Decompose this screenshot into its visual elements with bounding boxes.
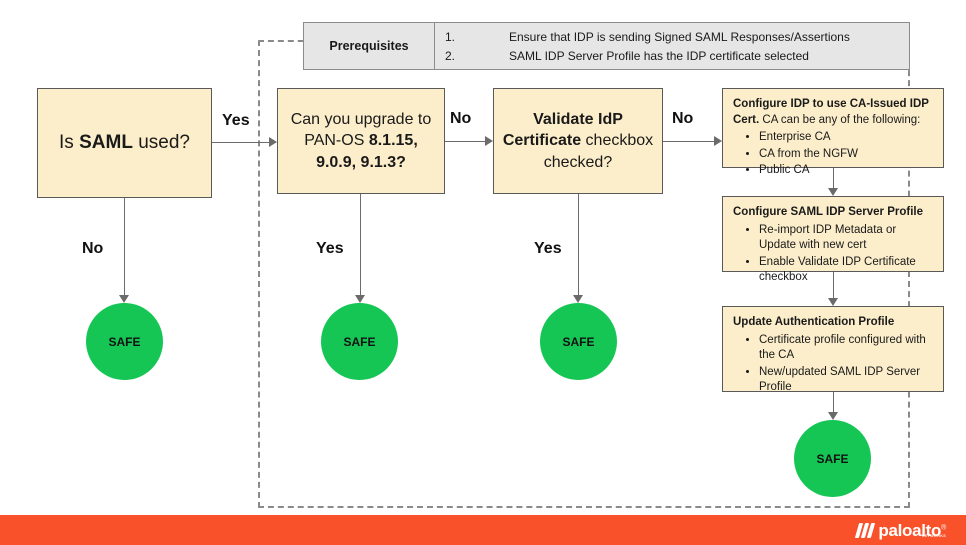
outcome-safe-2: SAFE	[321, 303, 398, 380]
text-fragment: used?	[132, 132, 190, 154]
brand-tagline: NETWORKS	[921, 533, 946, 538]
panel-heading-tail: CA can be any of the following:	[759, 113, 921, 126]
edge-label-saml-yes: Yes	[222, 112, 250, 129]
brand-name: paloalto	[878, 520, 942, 540]
text-fragment: checkbox	[581, 132, 654, 150]
decision-is-saml-used: Is SAML used?	[37, 88, 212, 198]
footer-bar: paloalto® NETWORKS	[0, 515, 966, 545]
panel-bullet-list: Re-import IDP Metadata or Update with ne…	[733, 223, 933, 286]
prerequisites-list: 1. Ensure that IDP is sending Signed SAM…	[435, 23, 909, 69]
edge-panel3-safe-arrow	[828, 412, 838, 420]
paloalto-logo-mark-icon	[855, 522, 876, 538]
panel-bullet: Enable Validate IDP Certificate checkbox	[759, 255, 933, 286]
paloalto-logo-text: paloalto® NETWORKS	[878, 522, 946, 539]
edge-validate-yes-arrow	[573, 295, 583, 303]
panel-update-authentication-profile: Update Authentication Profile Certificat…	[722, 306, 944, 393]
panel-configure-idp-ca-issued-cert: Configure IDP to use CA-Issued IDP Cert.…	[722, 88, 944, 176]
prerequisites-label: Prerequisites	[304, 23, 435, 69]
panel-bullet: New/updated SAML IDP Server Profile	[759, 365, 933, 396]
text-fragment: Is	[59, 132, 80, 154]
edge-upgrade-no-arrow	[485, 136, 493, 146]
edge-label-validate-no: No	[672, 110, 694, 127]
edge-panel3-safe-line	[833, 392, 834, 412]
prerequisite-number: 2.	[445, 48, 456, 63]
panel-bullet-list: Certificate profile configured with the …	[733, 333, 933, 396]
panel-heading: Configure IDP to use CA-Issued IDP Cert.	[733, 98, 929, 126]
panel-bullet: Re-import IDP Metadata or Update with ne…	[759, 223, 933, 254]
panel-heading: Configure SAML IDP Server Profile	[733, 206, 924, 218]
edge-upgrade-no-line	[445, 141, 485, 142]
text-fragment-bold: Validate IdP	[533, 111, 623, 129]
edge-panel2-panel3-arrow	[828, 298, 838, 306]
panel-configure-saml-idp-server-profile: Configure SAML IDP Server Profile Re-imp…	[722, 196, 944, 283]
text-fragment: PAN-OS	[304, 132, 369, 150]
prerequisite-text: Ensure that IDP is sending Signed SAML R…	[509, 30, 850, 44]
edge-saml-no-arrow	[119, 295, 129, 303]
decision-can-you-upgrade-text: Can you upgrade to PAN-OS 8.1.15, 9.0.9,…	[283, 105, 440, 176]
panel-bullet-list: Enterprise CA CA from the NGFW Public CA	[733, 130, 933, 179]
edge-label-validate-yes: Yes	[534, 240, 562, 257]
panel-bullet: Certificate profile configured with the …	[759, 333, 933, 364]
text-fragment-bold: SAML	[79, 132, 133, 154]
panel-bullet: CA from the NGFW	[759, 147, 933, 163]
panel-heading: Update Authentication Profile	[733, 316, 895, 328]
prerequisites-box: Prerequisites 1. Ensure that IDP is send…	[303, 22, 910, 70]
decision-is-saml-used-text: Is SAML used?	[51, 126, 198, 159]
panel-bullet: Enterprise CA	[759, 130, 933, 146]
outcome-safe-1: SAFE	[86, 303, 163, 380]
paloalto-logo: paloalto® NETWORKS	[855, 522, 946, 539]
outcome-safe-3: SAFE	[540, 303, 617, 380]
edge-upgrade-yes-arrow	[355, 295, 365, 303]
edge-upgrade-yes-line	[360, 194, 361, 295]
outcome-safe-4: SAFE	[794, 420, 871, 497]
decision-validate-idp-certificate: Validate IdP Certificate checkbox checke…	[493, 88, 663, 194]
trademark-symbol: ®	[941, 523, 946, 531]
text-fragment-bold: Certificate	[502, 132, 582, 150]
edge-label-saml-no: No	[82, 240, 104, 257]
edge-validate-no-arrow	[714, 136, 722, 146]
decision-can-you-upgrade: Can you upgrade to PAN-OS 8.1.15, 9.0.9,…	[277, 88, 445, 194]
edge-panel1-panel2-line	[833, 168, 834, 188]
edge-saml-no-line	[124, 198, 125, 295]
prerequisite-item: 1. Ensure that IDP is sending Signed SAM…	[445, 28, 901, 47]
text-fragment-bold: 8.1.15,	[368, 132, 418, 150]
edge-saml-yes-line	[212, 142, 269, 143]
edge-label-upgrade-yes: Yes	[316, 240, 344, 257]
prerequisite-number: 1.	[445, 30, 456, 44]
edge-saml-yes-arrow	[269, 137, 277, 147]
text-fragment: Can you upgrade to	[290, 111, 432, 129]
edge-validate-yes-line	[578, 194, 579, 295]
prerequisite-item: 2. SAML IDP Server Profile has the IDP c…	[445, 47, 901, 66]
edge-validate-no-line	[663, 141, 714, 142]
edge-panel2-panel3-line	[833, 272, 834, 298]
prerequisite-text: SAML IDP Server Profile has the IDP cert…	[509, 48, 809, 63]
decision-validate-idp-certificate-text: Validate IdP Certificate checkbox checke…	[495, 105, 661, 176]
edge-label-upgrade-no: No	[450, 110, 472, 127]
edge-panel1-panel2-arrow	[828, 188, 838, 196]
text-fragment: checked?	[543, 153, 613, 171]
text-fragment-bold: 9.0.9, 9.1.3?	[316, 153, 406, 171]
panel-bullet: Public CA	[759, 163, 933, 179]
